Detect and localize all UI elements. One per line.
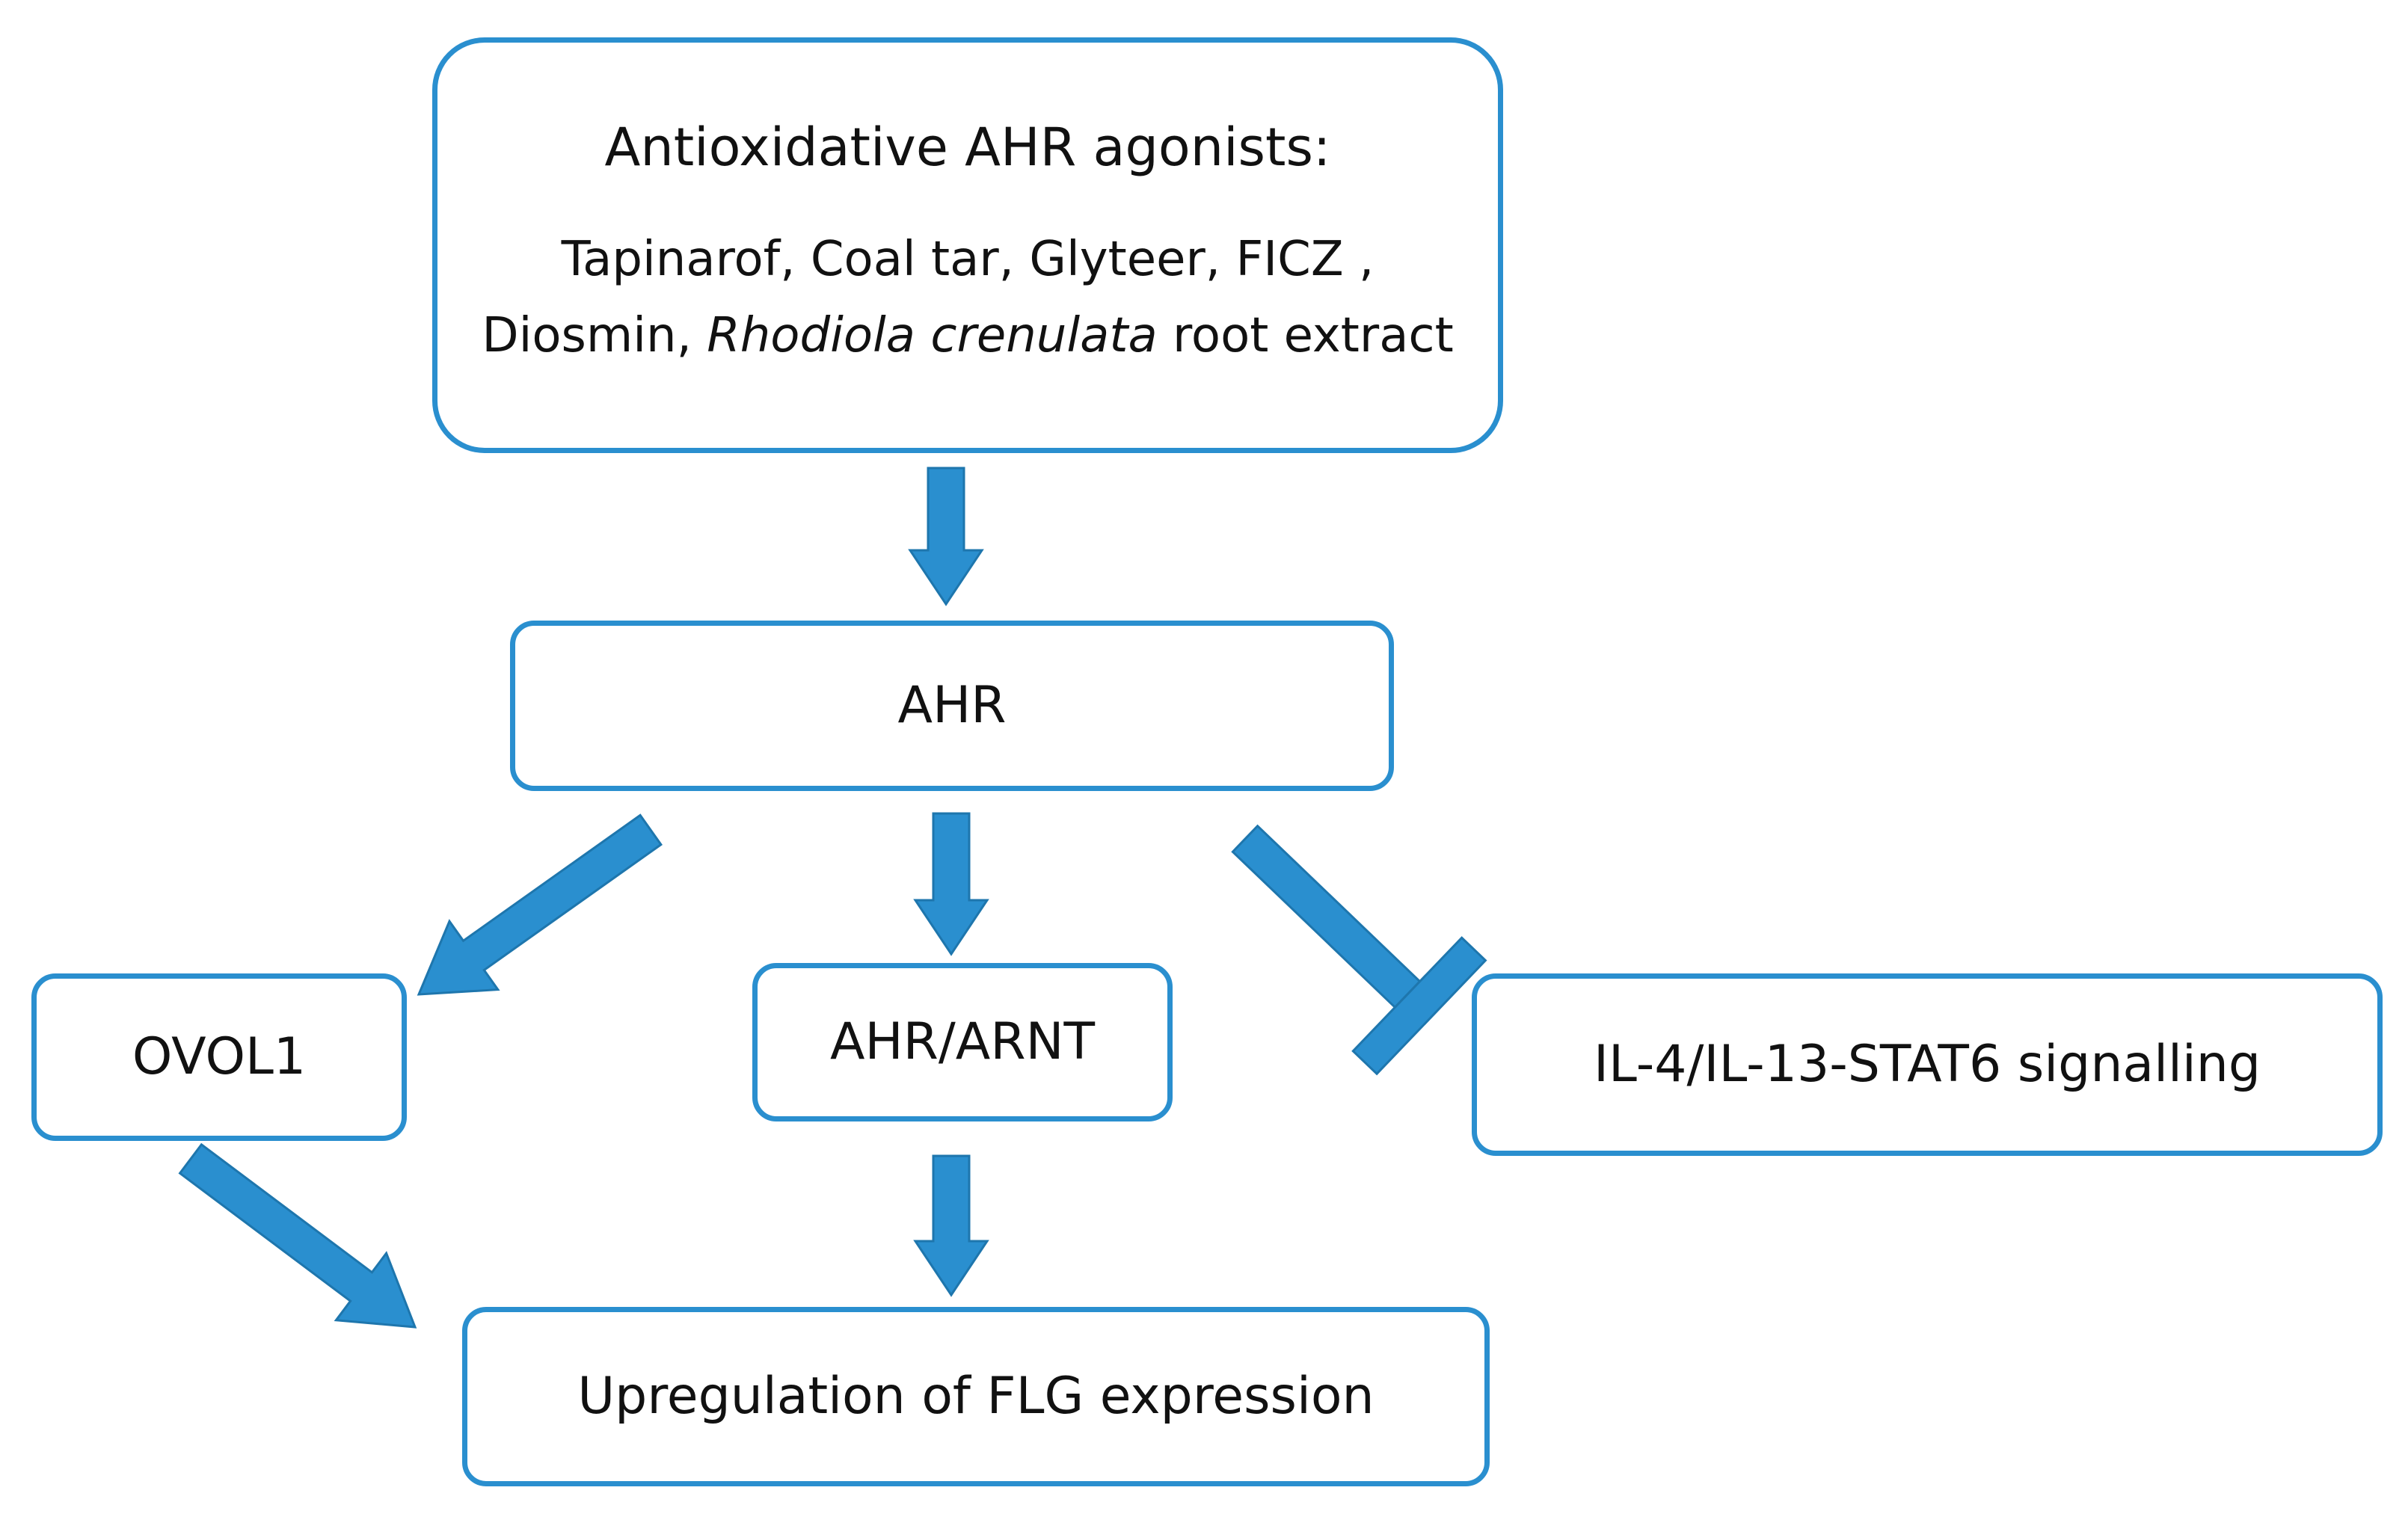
- arrow-arnt-flg-shape: [913, 1154, 989, 1297]
- agonists-line-2-suffix: root extract: [1157, 308, 1454, 363]
- inhibition-ahr-to-il-signalling: [1231, 824, 1487, 1076]
- arrow-ovol1-to-flg: [178, 1142, 417, 1329]
- arrow-ahr-arnt-to-flg: [913, 1154, 989, 1297]
- agonists-line-2-prefix: Diosmin,: [482, 308, 707, 363]
- ovol1-node: OVOL1: [31, 973, 407, 1141]
- ahr-arnt-node: AHR/ARNT: [752, 963, 1173, 1121]
- arrow-ovol1-flg-shape: [178, 1142, 417, 1329]
- agonists-line-2-species: Rhodiola crenulata: [707, 308, 1158, 363]
- inhibition-bar: [1351, 936, 1487, 1076]
- arrow-ahr-arnt-shape: [913, 812, 989, 956]
- il-signalling-node: IL-4/IL-13-STAT6 signalling: [1472, 973, 2383, 1156]
- flg-node: Upregulation of FLG expression: [462, 1307, 1490, 1486]
- ovol1-label: OVOL1: [132, 1027, 307, 1087]
- ahr-arnt-label: AHR/ARNT: [830, 1012, 1095, 1072]
- agonists-line-2: Diosmin, Rhodiola crenulata root extract: [482, 298, 1453, 374]
- arrow-agonists-ahr-shape: [908, 467, 984, 606]
- arrow-ahr-ovol1-shape: [417, 813, 663, 996]
- agonists-heading: Antioxidative AHR agonists:: [604, 116, 1331, 178]
- arrow-ahr-to-ahr-arnt: [913, 812, 989, 956]
- flg-label: Upregulation of FLG expression: [577, 1367, 1375, 1427]
- inhibition-shaft: [1231, 824, 1422, 1009]
- il-signalling-label: IL-4/IL-13-STAT6 signalling: [1593, 1035, 2261, 1095]
- arrow-ahr-to-ovol1: [417, 813, 663, 996]
- ahr-node: AHR: [510, 621, 1394, 791]
- ahr-label: AHR: [897, 676, 1007, 736]
- agonists-line-1: Tapinarof, Coal tar, Glyteer, FICZ ,: [561, 231, 1375, 287]
- arrow-agonists-to-ahr: [908, 467, 984, 606]
- agonists-node: Antioxidative AHR agonists: Tapinarof, C…: [432, 37, 1503, 453]
